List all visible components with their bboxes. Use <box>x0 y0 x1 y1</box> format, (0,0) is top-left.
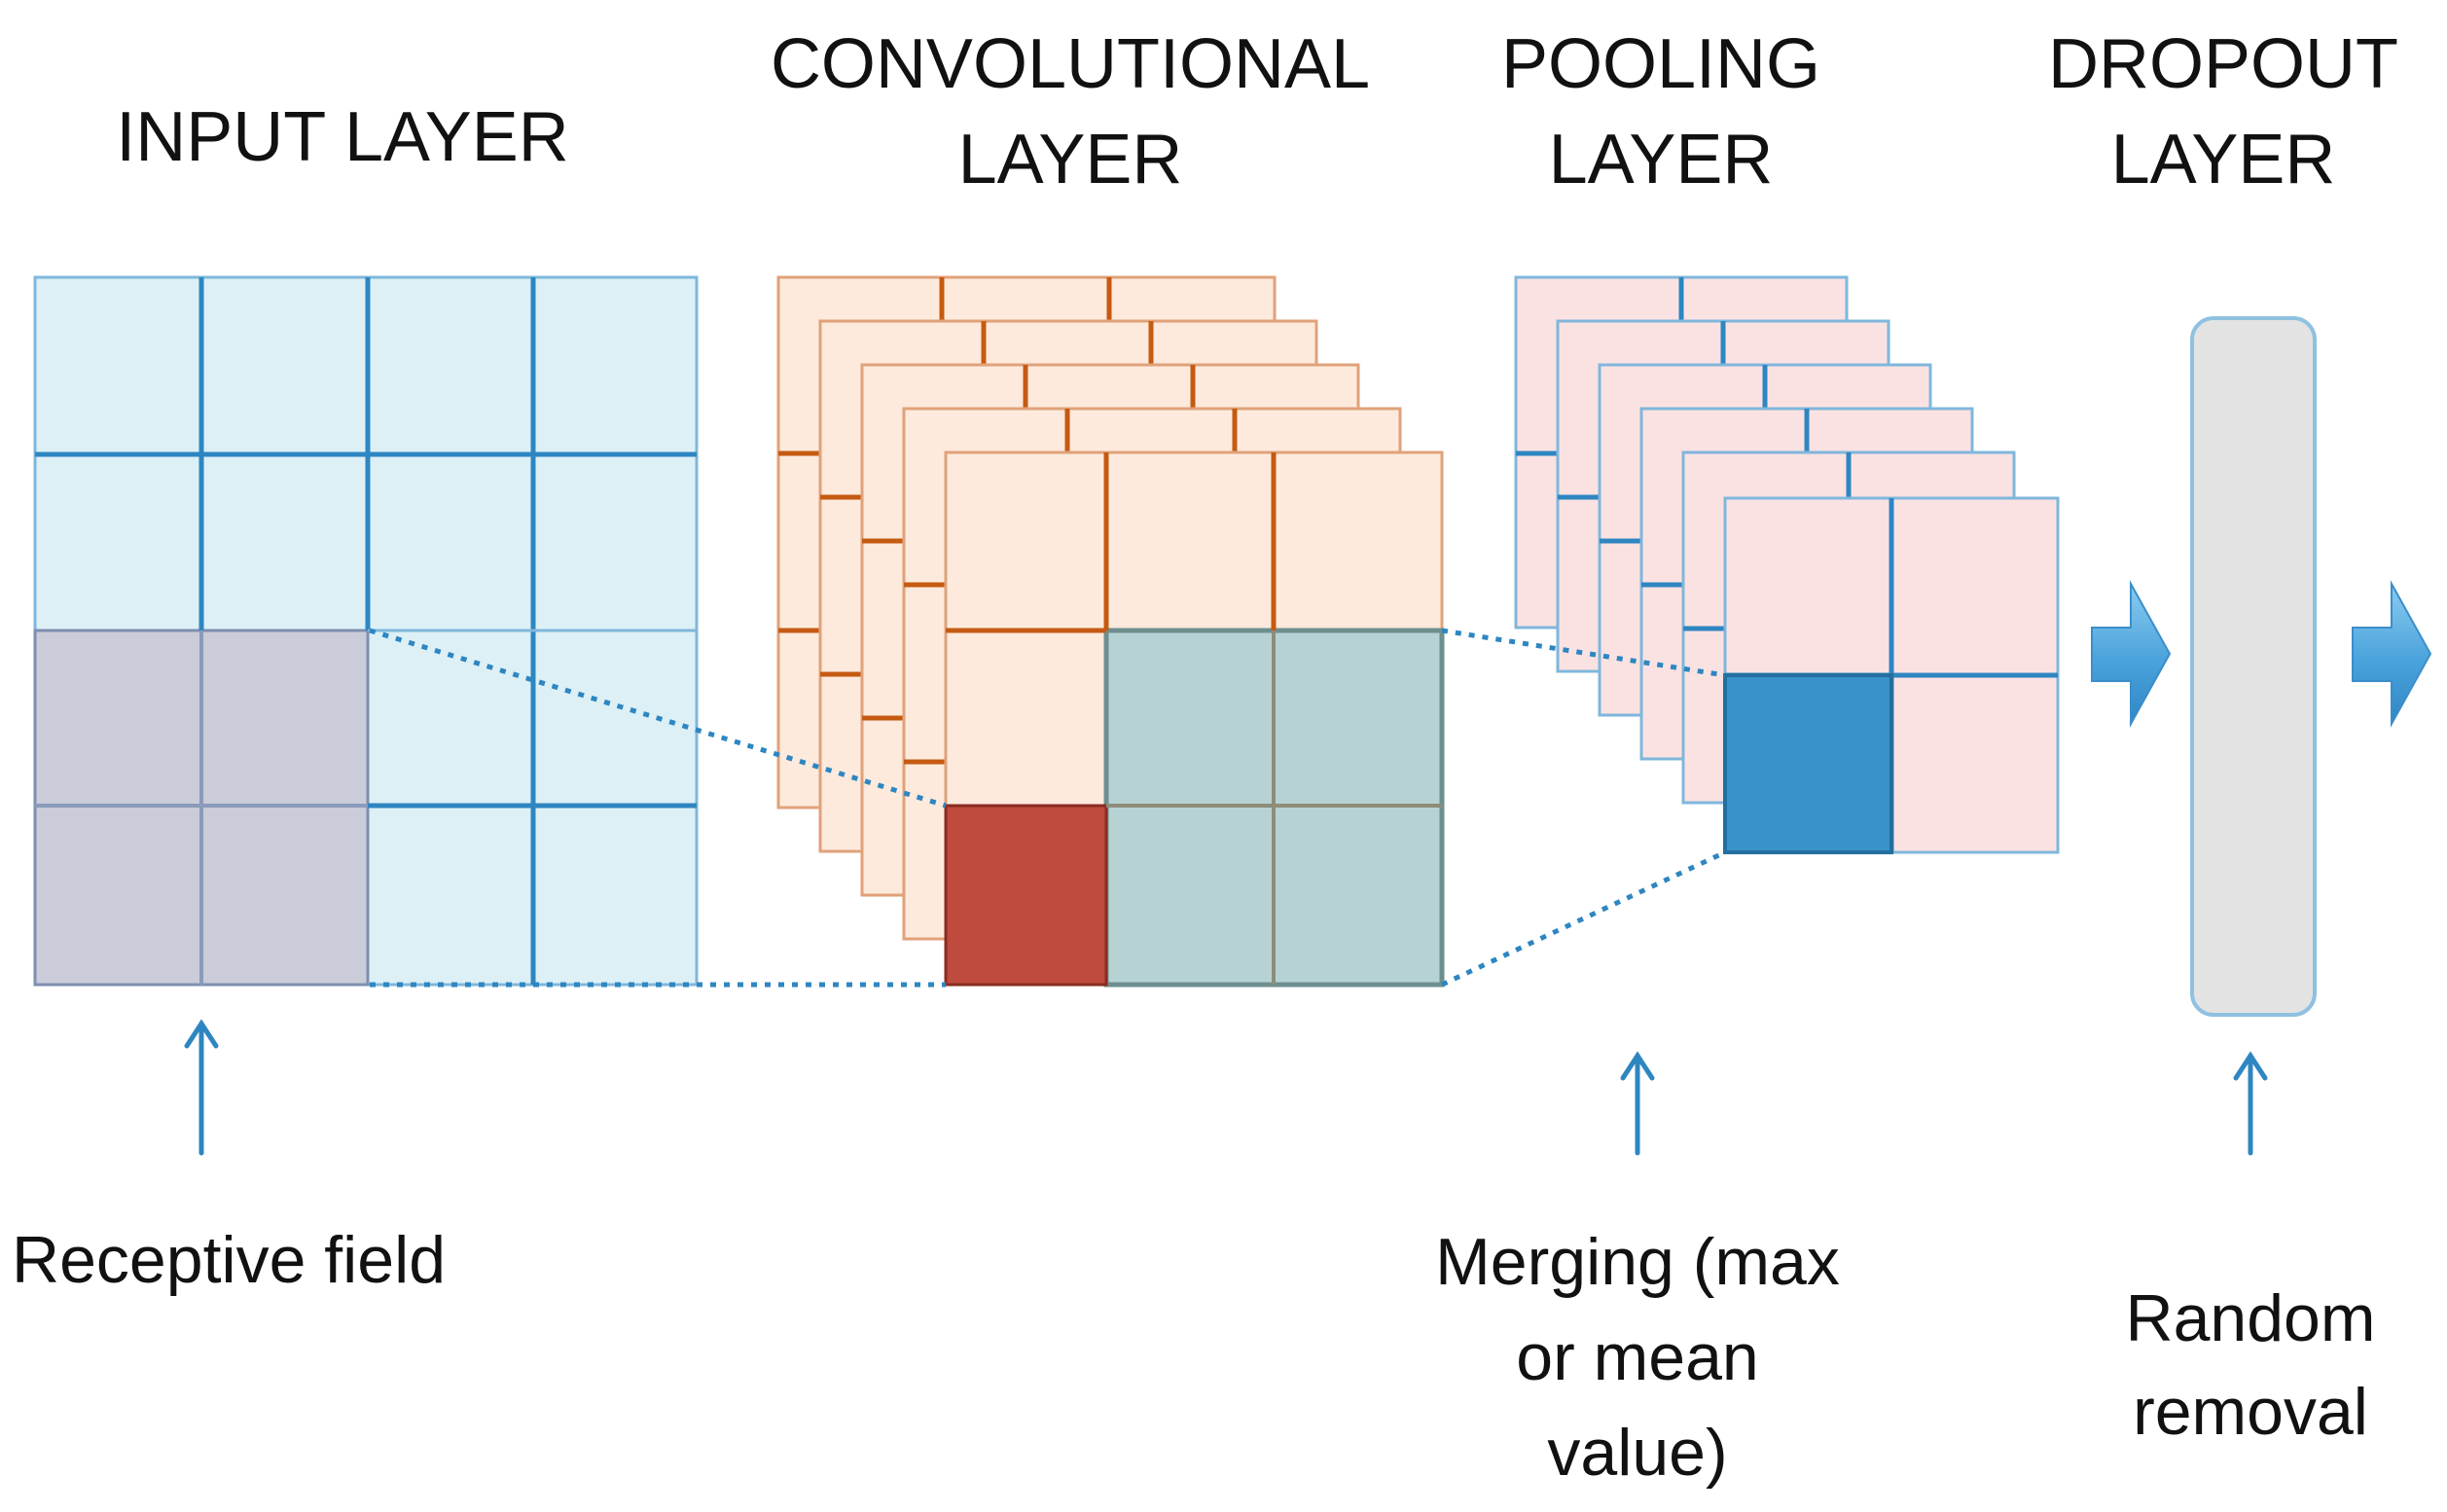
dropout-layer-box <box>2190 316 2317 1017</box>
pointer-arrows <box>184 1019 2268 1156</box>
receptive-field-pointer-arrow <box>184 1019 219 1156</box>
conv-map-front <box>944 450 1445 988</box>
input-layer-grid <box>33 275 699 987</box>
random-removal-caption-line2: removal <box>2133 1375 2368 1449</box>
pooling-layer-title-line2: LAYER <box>1549 121 1774 198</box>
merging-caption-line1: Merging (max <box>1435 1225 1840 1299</box>
random-removal-caption-line1: Random <box>2125 1281 2375 1355</box>
pool-map-front <box>1723 496 2060 854</box>
input-layer-title: INPUT LAYER <box>116 98 568 176</box>
flow-arrow-to-dropout <box>2091 580 2172 728</box>
conv-layer-title-line1: CONVOLUTIONAL <box>771 25 1370 103</box>
merging-caption-line3: value) <box>1547 1416 1727 1490</box>
merging-pointer-arrow <box>1620 1051 1655 1156</box>
receptive-projection-top <box>369 628 947 809</box>
flow-arrow-output <box>2352 580 2432 728</box>
merging-caption-line2: or mean <box>1516 1320 1758 1394</box>
conv-output-cell <box>944 804 1108 987</box>
pooling-layer-title-line1: POOLING <box>1501 25 1820 103</box>
conv-feature-maps <box>776 275 1445 988</box>
projection-lines <box>369 628 1727 988</box>
pool-output-cell <box>1723 673 1893 854</box>
conv-layer-title-line2: LAYER <box>958 121 1183 198</box>
dropout-layer-title-line2: LAYER <box>2111 121 2336 198</box>
dropout-layer-title-line1: DROPOUT <box>2048 25 2398 103</box>
random-removal-pointer-arrow <box>2233 1051 2268 1156</box>
pooling-projection-bottom <box>1440 849 1727 988</box>
receptive-field-caption: Receptive field <box>12 1223 446 1297</box>
pooling-feature-maps <box>1514 275 2060 854</box>
